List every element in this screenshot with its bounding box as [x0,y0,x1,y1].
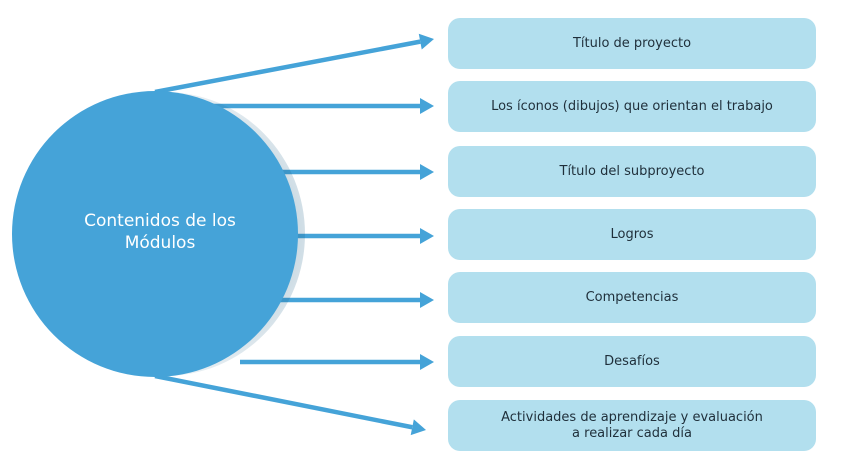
arrow-7 [154,373,426,436]
item-box-logros: Logros [448,209,816,260]
arrow-head [420,354,434,370]
item-label: Título del subproyecto [559,163,705,179]
arrow-1 [154,33,434,95]
center-label-line1: Contenidos de los [84,211,236,231]
arrow-head [420,228,434,244]
arrow-head [410,419,426,436]
item-box-titulo-proyecto: Título de proyecto [448,18,816,69]
center-label: Contenidos de los Módulos [50,210,270,254]
item-label: Título de proyecto [572,35,692,51]
arrow-shaft [154,373,413,430]
item-label: Los íconos (dibujos) que orientan el tra… [491,98,773,114]
arrow-head [420,164,434,180]
arrow-head [420,292,434,308]
center-circle [12,91,298,377]
arrow-head [418,33,434,50]
item-label: Logros [610,226,654,242]
arrow-6 [240,354,434,370]
item-box-competencias: Competencias [448,272,816,323]
item-box-desafios: Desafíos [448,336,816,387]
item-box-actividades: Actividades de aprendizaje y evaluación … [448,400,816,451]
item-box-iconos: Los íconos (dibujos) que orientan el tra… [448,81,816,132]
item-box-titulo-subproyecto: Título del subproyecto [448,146,816,197]
item-label: Competencias [585,289,679,305]
arrow-shaft [154,39,421,95]
item-label-line2: a realizar cada día [572,425,692,441]
item-label-line1: Actividades de aprendizaje y evaluación [501,409,763,425]
item-label: Desafíos [604,353,660,369]
arrow-head [420,98,434,114]
center-label-line2: Módulos [124,233,196,253]
